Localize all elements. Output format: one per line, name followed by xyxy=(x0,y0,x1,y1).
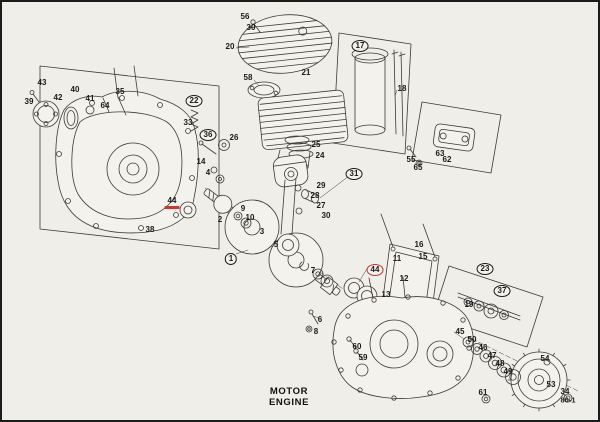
part-label-45: 45 xyxy=(455,327,465,336)
part-label-6: 6 xyxy=(317,315,323,324)
part-label-23: 23 xyxy=(476,263,494,275)
part-label-1: 1 xyxy=(224,253,238,265)
part-label-8: 8 xyxy=(313,327,319,336)
part-label-63: 63 xyxy=(435,149,445,158)
part-label-20: 20 xyxy=(225,42,235,51)
part-label-24: 24 xyxy=(315,151,325,160)
part-label-9: 9 xyxy=(240,204,246,213)
page-reference: 80-1 xyxy=(560,395,576,405)
part-label-42: 42 xyxy=(53,93,63,102)
part-label-12: 12 xyxy=(399,274,409,283)
part-label-30: 30 xyxy=(321,211,331,220)
part-label-33: 33 xyxy=(183,118,193,127)
part-label-7: 7 xyxy=(310,266,316,275)
part-label-43: 43 xyxy=(37,78,47,87)
part-label-39: 39 xyxy=(24,97,34,106)
crankcase-left-shape xyxy=(55,65,199,234)
part-label-46: 46 xyxy=(478,343,488,352)
part-label-16: 16 xyxy=(414,240,424,249)
crankcase-right-shape xyxy=(331,276,475,401)
spring-shape xyxy=(190,109,199,132)
part-label-37: 37 xyxy=(493,285,511,297)
part-label-56: 56 xyxy=(240,12,250,21)
part-label-61: 61 xyxy=(478,388,488,397)
part-label-17: 17 xyxy=(351,40,369,52)
side-cover-cluster xyxy=(29,90,95,130)
diagram-title-line1: MOTOR xyxy=(269,386,309,397)
part-label-47: 47 xyxy=(487,351,497,360)
part-label-29: 29 xyxy=(316,181,326,190)
part-label-35: 35 xyxy=(115,87,125,96)
part-label-3: 3 xyxy=(259,227,265,236)
part-label-13: 13 xyxy=(381,290,391,299)
part-label-41: 41 xyxy=(85,94,95,103)
part-label-34: 34 xyxy=(560,387,570,396)
part-label-4: 4 xyxy=(205,168,211,177)
bracket-group-box xyxy=(411,101,502,174)
crankcase-left-group-box xyxy=(39,65,220,250)
highlight-underline xyxy=(164,206,180,209)
cylinder-liner-shape xyxy=(351,47,406,137)
part-label-62: 62 xyxy=(442,155,452,164)
part-label-15: 15 xyxy=(418,252,428,261)
part-label-64: 64 xyxy=(100,101,110,110)
washer-stack-shapes xyxy=(462,336,573,404)
part-label-22: 22 xyxy=(185,95,203,107)
part-label-40: 40 xyxy=(70,85,80,94)
diagram-title: MOTOR ENGINE xyxy=(269,386,309,409)
part-label-28: 28 xyxy=(310,191,320,200)
part-label-65: 65 xyxy=(413,163,423,172)
part-label-10: 10 xyxy=(245,213,255,222)
part-label-53: 53 xyxy=(546,380,556,389)
part-label-54: 54 xyxy=(540,354,550,363)
part-label-48: 48 xyxy=(495,359,505,368)
part-label-30: 30 xyxy=(246,23,256,32)
part-label-50: 50 xyxy=(467,335,477,344)
head-gasket-shape xyxy=(247,81,281,99)
cylinder-head-shape xyxy=(237,14,333,74)
part-label-25: 25 xyxy=(311,140,321,149)
part-label-55: 55 xyxy=(406,155,416,164)
part-label-14: 14 xyxy=(196,157,206,166)
flywheel-left-shape xyxy=(224,199,280,255)
part-label-21: 21 xyxy=(301,68,311,77)
part-label-38: 38 xyxy=(145,225,155,234)
mounting-bracket-shape xyxy=(432,123,476,152)
part-label-44: 44 xyxy=(167,196,177,205)
part-label-11: 11 xyxy=(392,254,402,263)
part-label-36: 36 xyxy=(199,129,217,141)
part-label-5: 5 xyxy=(273,240,279,249)
part-label-49: 49 xyxy=(503,367,513,376)
cylinder-block-shape xyxy=(257,89,349,151)
part-label-58: 58 xyxy=(243,73,253,82)
part-label-2: 2 xyxy=(217,215,223,224)
oil-seal-shape xyxy=(179,201,197,219)
gear-shaft-shape xyxy=(457,292,521,321)
part-label-31: 31 xyxy=(345,168,363,180)
part-label-27: 27 xyxy=(316,201,326,210)
diagram-title-line2: ENGINE xyxy=(268,397,310,409)
part-label-19: 19 xyxy=(464,300,474,309)
part-label-44: 44 xyxy=(366,264,384,276)
part-label-26: 26 xyxy=(229,133,239,142)
clutch-drum-shape xyxy=(507,348,571,412)
part-label-59: 59 xyxy=(358,353,368,362)
part-label-18: 18 xyxy=(397,84,407,93)
part-label-60: 60 xyxy=(352,342,362,351)
